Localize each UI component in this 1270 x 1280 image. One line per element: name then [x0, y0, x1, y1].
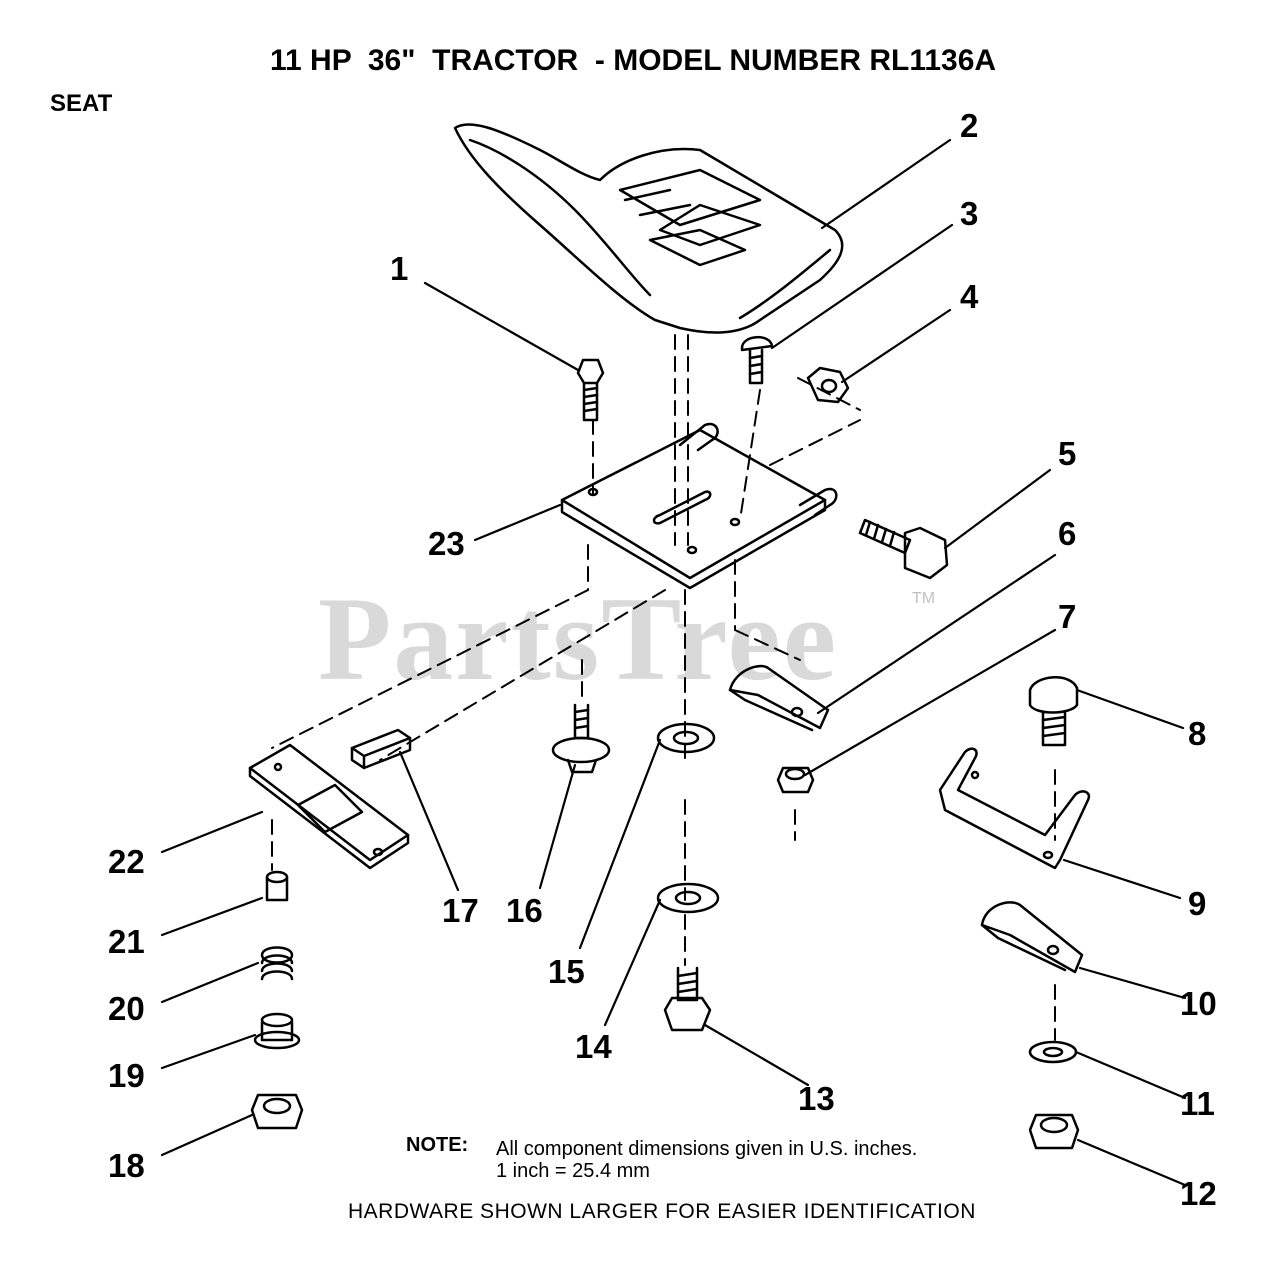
section-label: SEAT: [50, 90, 113, 117]
bolt-13: [663, 966, 712, 1032]
callout-3: 3: [960, 195, 978, 232]
callout-12: 12: [1180, 1175, 1217, 1212]
bolt-1: [576, 358, 605, 422]
seat-part: [453, 123, 844, 334]
bolt-16: [551, 703, 611, 774]
watermark-tm: TM: [912, 590, 936, 607]
callout-11: 11: [1180, 1085, 1215, 1122]
block-17: [350, 728, 412, 770]
note-line-2: 1 inch = 25.4 mm: [496, 1160, 650, 1182]
footer-caption: HARDWARE SHOWN LARGER FOR EASIER IDENTIF…: [348, 1200, 976, 1223]
callout-5: 5: [1058, 435, 1076, 472]
callout-8: 8: [1188, 715, 1206, 752]
clip-10: [980, 901, 1084, 974]
note-line-1: All component dimensions given in U.S. i…: [496, 1138, 918, 1160]
callout-18: 18: [108, 1147, 145, 1184]
clip-6: [728, 664, 830, 732]
callout-10: 10: [1180, 985, 1217, 1022]
bracket-9: [938, 747, 1091, 870]
callout-7: 7: [1058, 598, 1076, 635]
callout-14: 14: [575, 1028, 612, 1065]
spring-20: [260, 946, 294, 981]
callout-23: 23: [428, 525, 465, 562]
screw-3: [740, 336, 774, 385]
washer-14: [656, 882, 720, 914]
bolt-8: [1028, 676, 1079, 747]
note-text: All component dimensions given in U.S. i…: [496, 1138, 917, 1182]
callout-16: 16: [506, 892, 543, 929]
nut-7: [776, 766, 815, 794]
callout-19: 19: [108, 1057, 145, 1094]
callout-9: 9: [1188, 885, 1206, 922]
nut-12: [1028, 1113, 1080, 1150]
latch-plate-22: [248, 743, 410, 870]
nut-4: [806, 366, 850, 404]
seat-plate: [560, 422, 838, 590]
bolt-5: [858, 518, 949, 580]
pin-21: [265, 870, 289, 902]
callout-21: 21: [108, 923, 145, 960]
callout-22: 22: [108, 843, 145, 880]
callout-13: 13: [798, 1080, 835, 1117]
washer-11: [1028, 1040, 1078, 1064]
callout-17: 17: [442, 892, 479, 929]
nut-18: [250, 1093, 304, 1130]
note-label: NOTE:: [406, 1134, 469, 1156]
callout-2: 2: [960, 107, 978, 144]
callout-15: 15: [548, 953, 585, 990]
bushing-19: [253, 1012, 301, 1050]
callout-4: 4: [960, 278, 979, 315]
callout-20: 20: [108, 990, 145, 1027]
callout-1: 1: [390, 250, 408, 287]
page-title: 11 HP 36" TRACTOR - MODEL NUMBER RL1136A: [270, 44, 997, 77]
washer-15: [656, 722, 716, 754]
callout-6: 6: [1058, 515, 1076, 552]
